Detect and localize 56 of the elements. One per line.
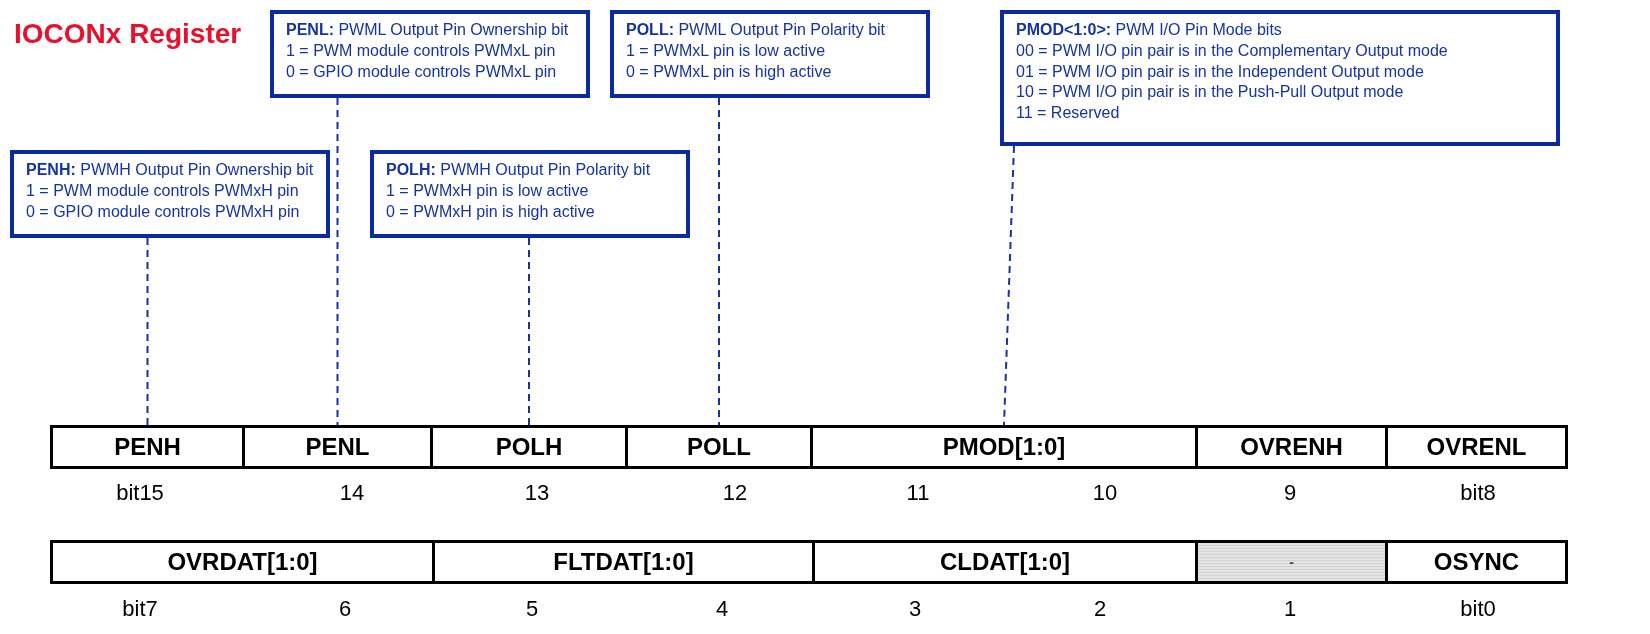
bit-description-heading: PENL: PWML Output Pin Ownership bit <box>286 20 570 40</box>
bit-description-heading: PENH: PWMH Output Pin Ownership bit <box>26 160 314 180</box>
bit-value-description: 11 = Reserved <box>1016 103 1121 124</box>
leader-line <box>718 97 720 426</box>
register-bit-field: PENH <box>50 425 245 469</box>
bit-number: bit0 <box>1460 596 1496 622</box>
bit-number: 14 <box>339 480 365 506</box>
bit-value-description: 1 = PWM module controls PWMxH pin <box>26 180 300 201</box>
bit-description-heading: POLH: PWMH Output Pin Polarity bit <box>386 160 652 180</box>
callout-box <box>10 150 330 238</box>
bit-number: 9 <box>1283 480 1297 506</box>
bit-number: 2 <box>1093 596 1107 622</box>
bit-number: 1 <box>1283 596 1297 622</box>
bit-value-description: 1 = PWMxL pin is low active <box>626 40 827 61</box>
callout-box <box>610 10 930 98</box>
bit-value-description: 1 = PWM module controls PWMxL pin <box>286 40 557 61</box>
unimplemented-bit-cell: - <box>1195 540 1388 584</box>
register-bit-field: OVRENL <box>1385 425 1568 469</box>
callout-box <box>370 150 690 238</box>
bit-value-description: 0 = PWMxH pin is high active <box>386 201 596 222</box>
leader-line <box>336 97 339 426</box>
bit-description-heading: PMOD<1:0>: PWM I/O Pin Mode bits <box>1016 20 1283 40</box>
register-bit-field: POLH <box>430 425 628 469</box>
bit-number: 6 <box>338 596 352 622</box>
callout-box <box>270 10 590 98</box>
leader-line <box>528 237 530 426</box>
bit-description-heading: POLL: PWML Output Pin Polarity bit <box>626 20 887 40</box>
register-bit-field: OVRENH <box>1195 425 1388 469</box>
bit-number: 10 <box>1092 480 1118 506</box>
register-bit-field: OVRDAT[1:0] <box>50 540 435 584</box>
bit-number: 12 <box>722 480 748 506</box>
register-bit-field: PMOD[1:0] <box>810 425 1198 469</box>
bit-number: bit8 <box>1460 480 1496 506</box>
bit-value-description: 10 = PWM I/O pin pair is in the Push-Pull Output mode <box>1016 82 1405 103</box>
bit-value-description: 0 = GPIO module controls PWMxH pin <box>26 201 301 222</box>
leader-line <box>146 237 149 426</box>
register-bit-field: CLDAT[1:0] <box>812 540 1198 584</box>
bit-value-description: 0 = PWMxL pin is high active <box>626 61 833 82</box>
bit-number: bit7 <box>122 596 158 622</box>
bit-number: 5 <box>525 596 539 622</box>
bit-value-description: 1 = PWMxH pin is low active <box>386 180 590 201</box>
register-bit-field: POLL <box>625 425 813 469</box>
bit-value-description: 0 = GPIO module controls PWMxL pin <box>286 61 558 82</box>
callout-box <box>1000 10 1560 146</box>
register-bit-field: OSYNC <box>1385 540 1568 584</box>
bit-number: 4 <box>715 596 729 622</box>
register-title: IOCONx Register <box>14 18 242 50</box>
bit-number: bit15 <box>116 480 164 506</box>
bit-number: 13 <box>524 480 550 506</box>
leader-line <box>1003 145 1015 426</box>
bit-value-description: 01 = PWM I/O pin pair is in the Independent Output mode <box>1016 61 1425 82</box>
bit-value-description: 00 = PWM I/O pin pair is in the Complementary Output mode <box>1016 40 1449 61</box>
register-bit-field: PENL <box>242 425 433 469</box>
bit-number: 3 <box>908 596 922 622</box>
bit-number: 11 <box>906 480 930 506</box>
register-bit-field: FLTDAT[1:0] <box>432 540 815 584</box>
